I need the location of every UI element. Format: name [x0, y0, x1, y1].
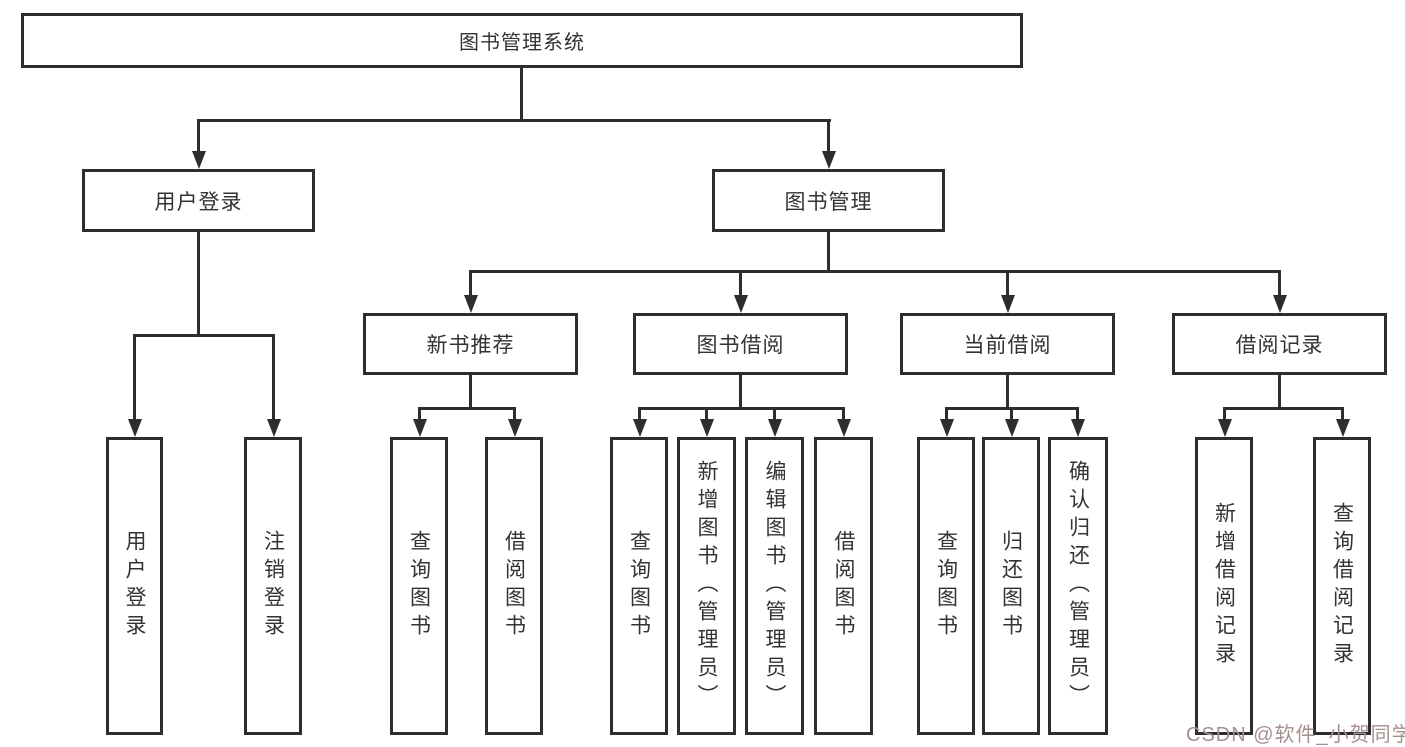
leaf-add-borrow-record: 新增借阅记录 [1195, 437, 1253, 735]
connector-borrowrecord-bar [1223, 407, 1343, 410]
node-label: 查询借阅记录 [1330, 502, 1354, 670]
arrow-down-icon [940, 419, 954, 437]
connector-root-bar [197, 119, 831, 122]
arrow-down-icon [633, 419, 647, 437]
connector-userlogin-bar [133, 334, 275, 337]
leaf-user-login: 用户登录 [106, 437, 163, 735]
connector-bookmgmt-drop-4 [1278, 270, 1281, 297]
node-label: 图书借阅 [696, 334, 785, 357]
arrow-down-icon [1071, 419, 1085, 437]
node-label: 借阅图书 [832, 530, 855, 642]
leaf-logout: 注销登录 [244, 437, 302, 735]
node-label: 新增借阅记录 [1212, 502, 1236, 670]
leaf-return-books: 归还图书 [982, 437, 1040, 735]
node-book-borrow: 图书借阅 [633, 313, 848, 375]
arrow-down-icon [1001, 295, 1015, 313]
leaf-edit-books-admin: 编辑图书（管理员） [745, 437, 804, 735]
connector-bookmgmt-drop-2 [739, 270, 742, 297]
arrow-down-icon [768, 419, 782, 437]
leaf-query-borrow-record: 查询借阅记录 [1313, 437, 1371, 735]
connector-userlogin-drop-2 [272, 334, 275, 420]
arrow-down-icon [192, 151, 206, 169]
leaf-query-books-recommend: 查询图书 [390, 437, 448, 735]
connector-currentborrow-drop-2 [1010, 407, 1013, 421]
leaf-confirm-return-admin: 确认归还（管理员） [1048, 437, 1108, 735]
connector-currentborrow-stem [1006, 374, 1009, 409]
node-label: 借阅记录 [1235, 334, 1324, 357]
connector-bookborrow-stem [739, 374, 742, 409]
arrow-down-icon [464, 295, 478, 313]
node-label: 图书管理 [784, 190, 873, 214]
connector-bookborrow-drop-4 [842, 407, 845, 421]
connector-bookborrow-bar [638, 407, 845, 410]
connector-bookborrow-drop-3 [773, 407, 776, 421]
node-label: 新书推荐 [426, 334, 515, 357]
node-label: 用户登录 [154, 190, 243, 214]
node-new-book-recommend: 新书推荐 [363, 313, 578, 375]
connector-borrowrecord-drop-1 [1223, 407, 1226, 421]
leaf-query-books-current: 查询图书 [917, 437, 975, 735]
node-label: 用户登录 [123, 530, 146, 642]
arrow-down-icon [700, 419, 714, 437]
connector-userlogin-drop-1 [133, 334, 136, 420]
connector-root-stem [520, 68, 523, 121]
node-label: 当前借阅 [963, 334, 1052, 357]
connector-currentborrow-drop-3 [1076, 407, 1079, 421]
connector-bookborrow-drop-1 [638, 407, 641, 421]
node-label: 查询图书 [934, 530, 958, 642]
arrow-down-icon [1336, 419, 1350, 437]
node-label: 确认归还（管理员） [1066, 460, 1090, 712]
connector-root-drop-left [197, 119, 200, 153]
arrow-down-icon [822, 151, 836, 169]
connector-newbook-drop-1 [418, 407, 421, 421]
node-book-management: 图书管理 [712, 169, 945, 232]
arrow-down-icon [1005, 419, 1019, 437]
arrow-down-icon [413, 419, 427, 437]
arrow-down-icon [128, 419, 142, 437]
node-label: 借阅图书 [502, 530, 526, 642]
connector-newbook-drop-2 [513, 407, 516, 421]
connector-newbook-bar [418, 407, 516, 410]
connector-borrowrecord-drop-2 [1341, 407, 1344, 421]
connector-borrowrecord-stem [1278, 374, 1281, 409]
node-label: 图书管理系统 [459, 32, 585, 54]
leaf-add-books-admin: 新增图书（管理员） [677, 437, 736, 735]
arrow-down-icon [734, 295, 748, 313]
connector-currentborrow-drop-1 [945, 407, 948, 421]
arrow-down-icon [508, 419, 522, 437]
connector-bookborrow-drop-2 [705, 407, 708, 421]
connector-bookmgmt-drop-1 [469, 270, 472, 297]
node-label: 编辑图书（管理员） [763, 460, 786, 712]
arrow-down-icon [837, 419, 851, 437]
leaf-borrow-books: 借阅图书 [814, 437, 873, 735]
arrow-down-icon [267, 419, 281, 437]
node-label: 查询图书 [627, 530, 651, 642]
node-user-login: 用户登录 [82, 169, 315, 232]
node-label: 注销登录 [261, 530, 285, 642]
csdn-watermark: CSDN @软件_小贺同学 [1186, 724, 1405, 746]
node-label: 新增图书（管理员） [695, 460, 718, 712]
connector-root-drop-right [827, 119, 830, 153]
node-current-borrow: 当前借阅 [900, 313, 1115, 375]
connector-bookmgmt-drop-3 [1006, 270, 1009, 297]
node-label: 归还图书 [999, 530, 1023, 642]
arrow-down-icon [1273, 295, 1287, 313]
node-borrow-record: 借阅记录 [1172, 313, 1387, 375]
connector-bookmgmt-stem [827, 232, 830, 272]
node-library-management-system: 图书管理系统 [21, 13, 1023, 68]
connector-newbook-stem [469, 374, 472, 409]
leaf-query-books-borrow: 查询图书 [610, 437, 668, 735]
leaf-borrow-books-recommend: 借阅图书 [485, 437, 543, 735]
node-label: 查询图书 [407, 530, 431, 642]
arrow-down-icon [1218, 419, 1232, 437]
connector-userlogin-stem [197, 232, 200, 336]
connector-bookmgmt-bar [469, 270, 1281, 273]
